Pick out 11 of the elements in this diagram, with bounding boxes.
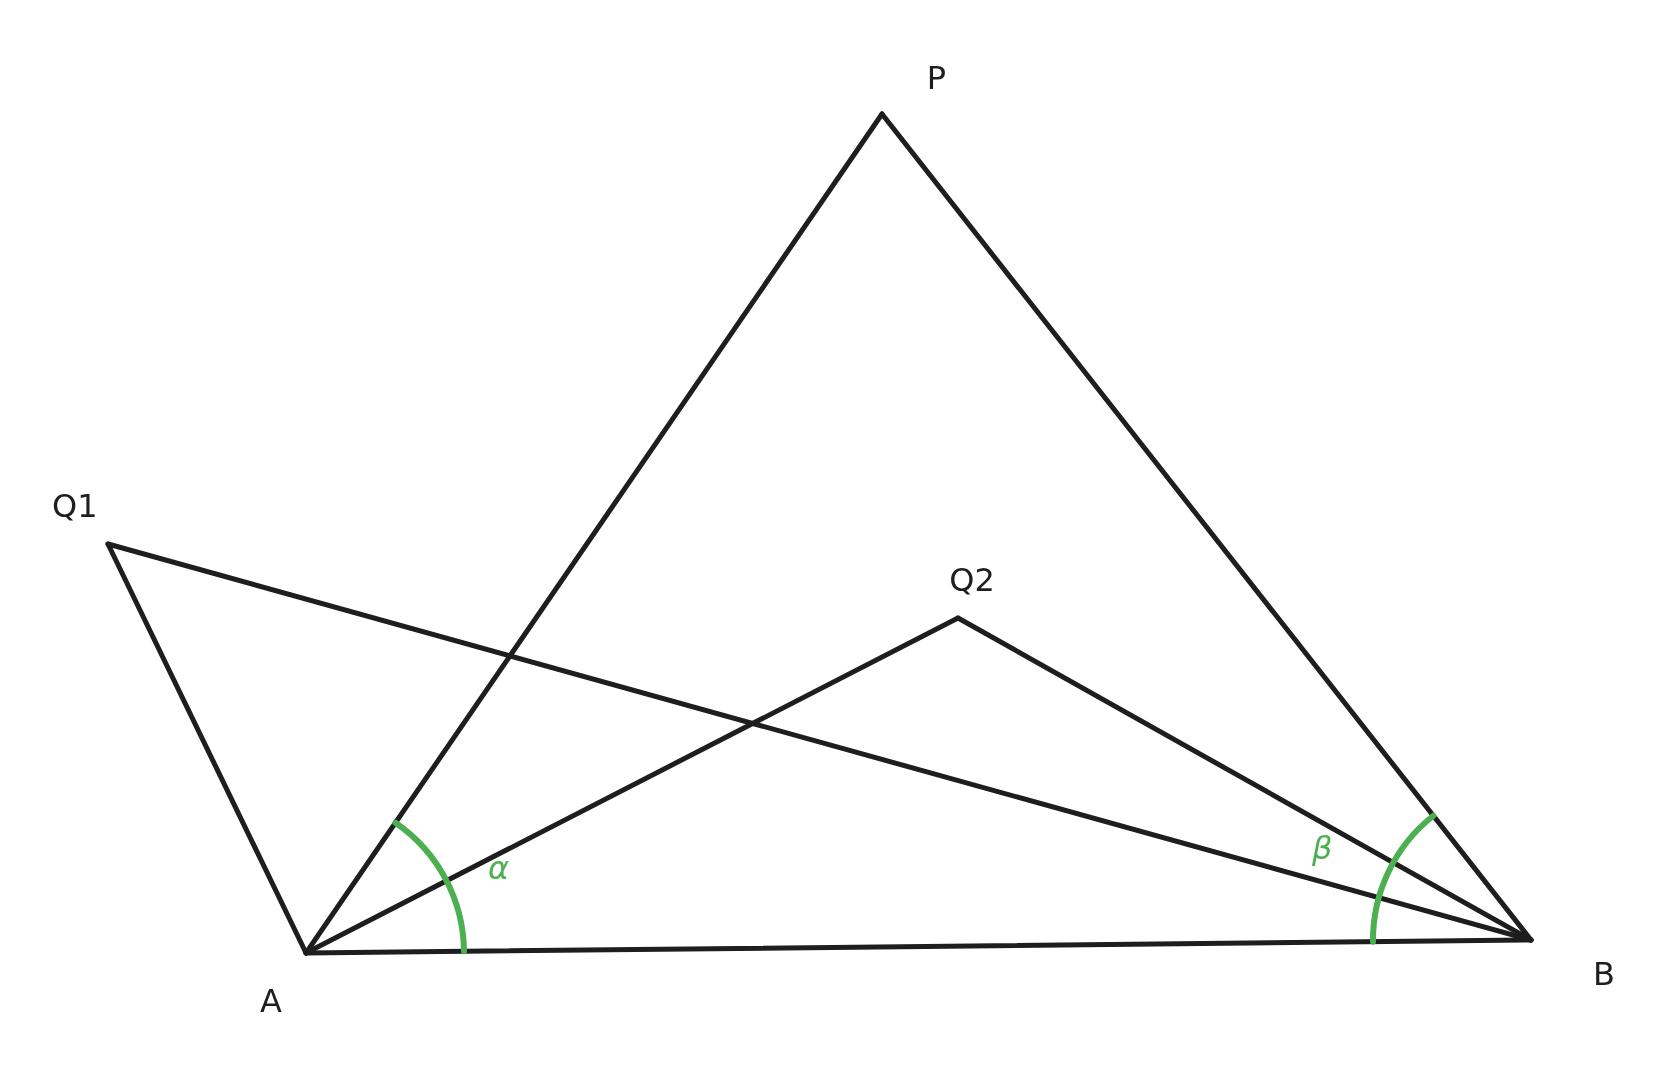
vertex-label: Q1 [52, 490, 98, 522]
angle-label: β [1312, 832, 1333, 864]
line-segment [955, 615, 1534, 943]
line-segment [303, 615, 961, 956]
angle-label: α [488, 852, 510, 884]
vertex-label: Q2 [949, 564, 995, 596]
line-segment [105, 541, 309, 956]
line-segment [879, 111, 1534, 943]
vertex-label: P [926, 62, 946, 94]
vertex-label: A [260, 985, 282, 1017]
vertex-label: B [1593, 958, 1615, 990]
